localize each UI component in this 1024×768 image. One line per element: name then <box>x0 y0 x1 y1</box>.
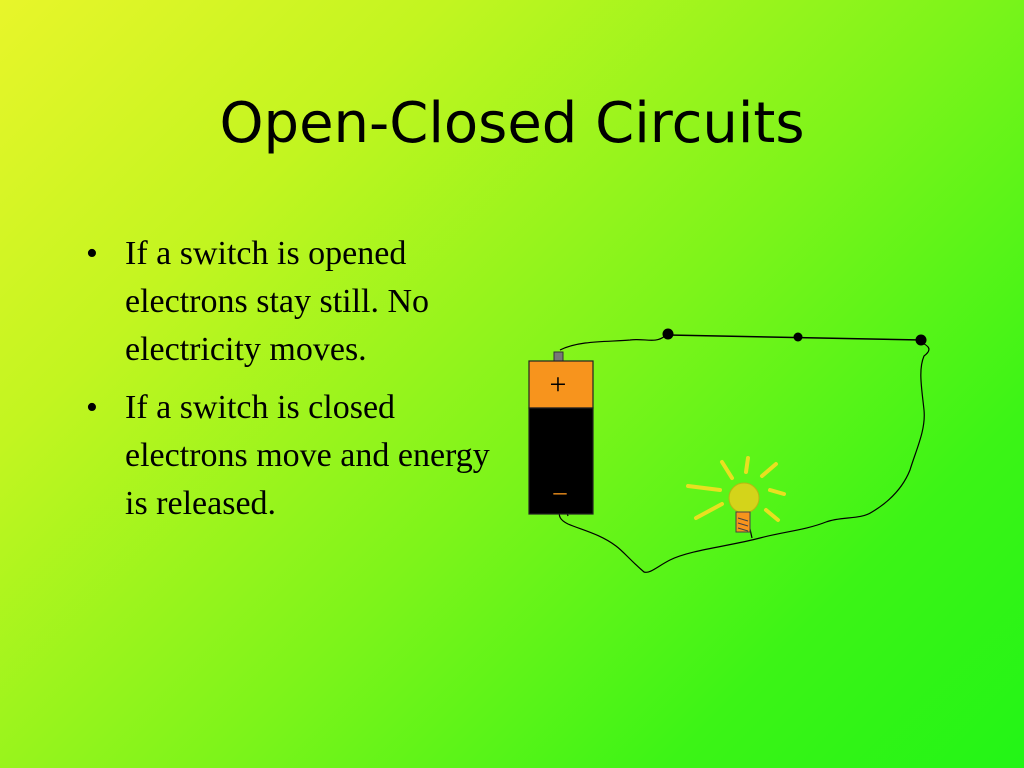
battery-icon: + – <box>528 351 594 515</box>
battery-positive-label: + <box>550 368 567 401</box>
bullet-item-switch-opened: • If a switch is opened electrons stay s… <box>82 230 502 374</box>
bullet-icon: • <box>86 235 98 272</box>
bulb-base <box>735 511 751 533</box>
bullet-item-switch-closed: • If a switch is closed electrons move a… <box>82 384 502 528</box>
bullet-list: • If a switch is opened electrons stay s… <box>82 230 502 538</box>
circuit-wire <box>558 333 930 573</box>
bulb-glass <box>728 482 760 514</box>
switch-contact-left <box>662 328 674 340</box>
circuit-diagram: + – <box>528 328 930 573</box>
battery-negative-label: – <box>553 477 568 506</box>
slide-title: Open-Closed Circuits <box>219 91 805 156</box>
switch-contact-right <box>915 334 927 346</box>
battery-body <box>528 407 594 515</box>
bullet-text: If a switch is closed electrons move and… <box>125 389 490 522</box>
switch-contact-middle <box>793 332 803 342</box>
light-bulb-icon <box>686 456 786 533</box>
bullet-text: If a switch is opened electrons stay sti… <box>125 235 430 368</box>
bullet-icon: • <box>86 389 98 426</box>
battery-positive-terminal <box>528 360 594 409</box>
light-rays <box>686 456 786 522</box>
